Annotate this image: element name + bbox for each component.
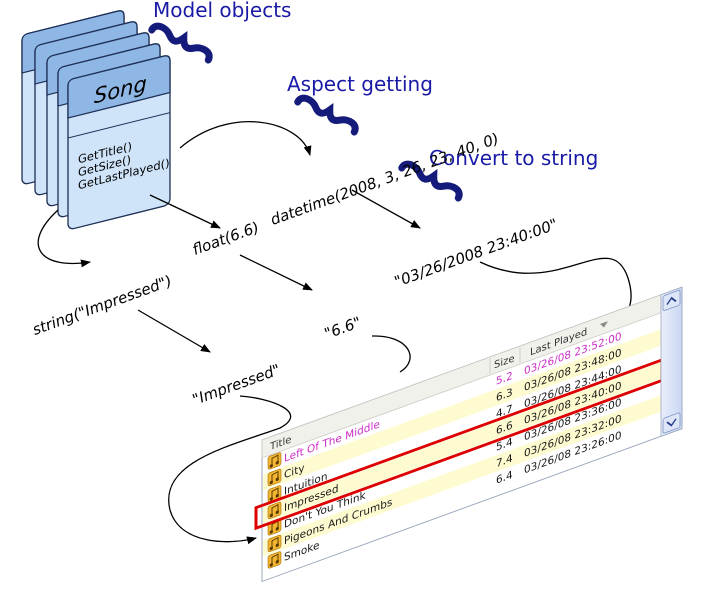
chevron-down-icon [666, 418, 677, 427]
label-model-objects: Model objects [153, 0, 292, 22]
table-row[interactable] [263, 411, 661, 574]
label-aspect-getting: Aspect getting [287, 72, 433, 96]
scroll-up-button[interactable] [662, 290, 681, 311]
music-note-icon [267, 452, 282, 470]
table-row[interactable] [263, 395, 661, 557]
arrow-datestring-to-list [479, 257, 632, 324]
cell-size: 5.2 [496, 369, 513, 388]
chevron-up-icon [666, 296, 677, 305]
arrow-card-to-string [37, 209, 91, 268]
cell-size: 7.4 [496, 452, 513, 471]
cell-size: 6.4 [496, 468, 513, 487]
music-note-icon [267, 551, 282, 569]
music-note-icon [267, 501, 282, 520]
cell-size: 6.6 [496, 419, 513, 438]
scroll-down-button[interactable] [662, 412, 681, 434]
scrollbar[interactable] [660, 286, 683, 437]
table-row[interactable] [263, 345, 661, 508]
music-note-icon [267, 485, 282, 503]
table-row[interactable] [263, 329, 661, 491]
arrow-float-to-sizestring [239, 254, 313, 291]
brace-model-objects [148, 22, 213, 64]
table-row[interactable] [263, 362, 661, 524]
brace-convert-to-string [398, 160, 463, 202]
cell-size: 6.3 [496, 386, 513, 405]
sort-arrow-icon [600, 321, 608, 328]
brace-aspect-getting [294, 94, 359, 136]
table-row[interactable] [263, 312, 661, 475]
music-note-icon [267, 534, 282, 553]
arrow-titlestring-to-list [168, 395, 292, 545]
song-card-stack: SongSongSongSongSongGetTitle()GetSize()G… [21, 10, 171, 230]
arrow-datetime-to-datestring [351, 189, 421, 229]
music-note-icon [267, 468, 282, 487]
label-convert-to-string: Convert to string [429, 146, 599, 170]
arrow-string-to-titlestring [137, 309, 211, 353]
arrow-sizestring-to-list [371, 335, 411, 373]
arrow-card-to-float [149, 194, 221, 229]
table-row[interactable] [263, 378, 661, 541]
arrow-card-to-datetime [179, 121, 312, 156]
